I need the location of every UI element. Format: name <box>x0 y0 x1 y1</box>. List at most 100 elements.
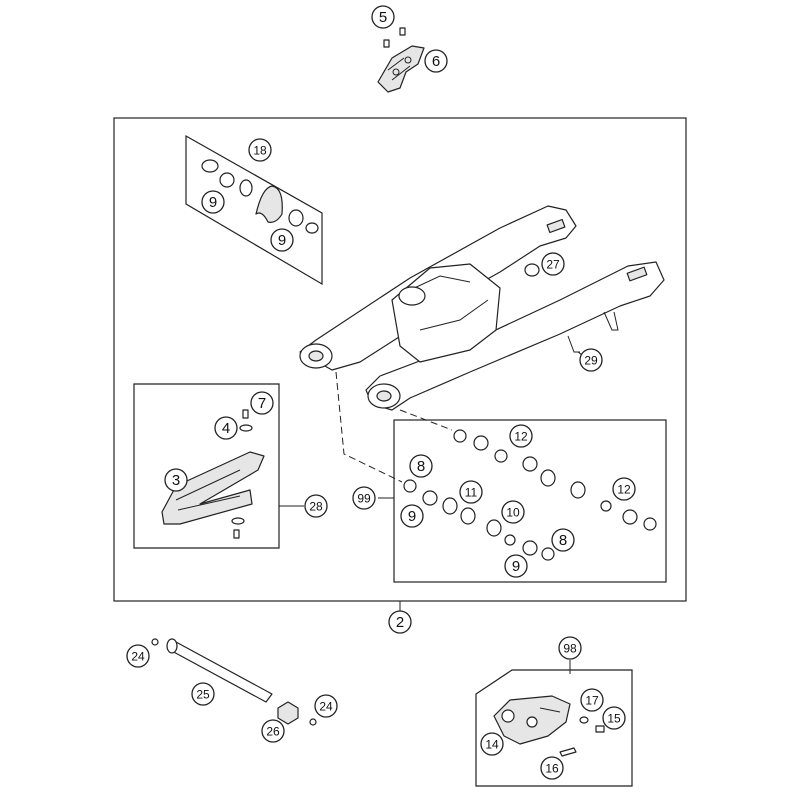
callout-number: 9 <box>209 194 217 211</box>
callout-circle <box>371 5 395 29</box>
callout-number: 5 <box>379 9 387 26</box>
callout-circle <box>250 391 274 415</box>
callout-25: 25 <box>191 682 215 706</box>
chain-slider-parts <box>161 409 265 539</box>
callout-circle <box>459 480 483 504</box>
callout-24: 24 <box>314 694 338 718</box>
callout-number: 24 <box>319 700 333 714</box>
swingarm-body <box>299 205 665 411</box>
callout-circle <box>304 494 328 518</box>
callout-number: 7 <box>258 395 266 412</box>
callout-8: 8 <box>409 454 433 478</box>
callout-11: 11 <box>459 480 483 504</box>
callout-number: 9 <box>278 232 286 249</box>
callout-circle <box>214 416 238 440</box>
callout-number: 11 <box>465 486 478 500</box>
part-26-nut <box>277 701 299 725</box>
callout-3: 3 <box>164 468 188 492</box>
callout-4: 4 <box>214 416 238 440</box>
callout-99: 99 <box>352 486 376 510</box>
pivot-bearing-kit-parts <box>403 429 657 561</box>
callout-circle <box>602 706 626 730</box>
callout-14: 14 <box>480 732 504 756</box>
callout-circle <box>541 252 565 276</box>
chain-guide-parts <box>493 695 605 757</box>
callout-16: 16 <box>540 756 564 780</box>
callout-number: 8 <box>417 458 425 475</box>
callout-98: 98 <box>558 636 582 660</box>
callout-number: 98 <box>563 642 577 656</box>
callout-number: 17 <box>585 694 599 708</box>
part-5-screws <box>383 27 406 48</box>
callout-circle <box>126 644 150 668</box>
callout-number: 9 <box>512 558 520 575</box>
pivot-bearing-kit-panel <box>393 419 667 583</box>
callout-24: 24 <box>126 644 150 668</box>
callout-29: 29 <box>579 348 603 372</box>
callout-circle <box>504 554 528 578</box>
callout-circle <box>612 477 636 501</box>
callout-circle <box>164 468 188 492</box>
alignment-dashes <box>335 371 453 483</box>
callout-18: 18 <box>248 138 272 162</box>
callout-9: 9 <box>201 190 225 214</box>
callout-number: 99 <box>357 492 371 506</box>
callout-circle <box>400 504 424 528</box>
callout-number: 8 <box>559 532 567 549</box>
callout-circle <box>201 190 225 214</box>
part-27-bushing <box>524 263 540 277</box>
callout-8: 8 <box>551 528 575 552</box>
callout-number: 3 <box>172 472 180 489</box>
callout-number: 27 <box>546 258 560 272</box>
callout-10: 10 <box>501 500 525 524</box>
callout-circle <box>509 424 533 448</box>
callout-circle <box>558 636 582 660</box>
callout-5: 5 <box>371 5 395 29</box>
callout-number: 14 <box>485 738 499 752</box>
callout-6: 6 <box>424 49 448 73</box>
callout-circle <box>580 688 604 712</box>
callout-circle <box>540 756 564 780</box>
callout-number: 12 <box>514 430 528 444</box>
callout-number: 6 <box>432 53 440 70</box>
callout-27: 27 <box>541 252 565 276</box>
callout-circle <box>480 732 504 756</box>
chain-slider-panel <box>133 383 280 549</box>
callout-number: 9 <box>408 508 416 525</box>
callout-number: 12 <box>617 483 631 497</box>
callout-26: 26 <box>261 719 285 743</box>
callout-2: 2 <box>388 610 412 634</box>
chain-guide-panel <box>475 669 633 787</box>
callout-circle <box>409 454 433 478</box>
callout-circle <box>191 682 215 706</box>
callout-circle <box>551 528 575 552</box>
callout-number: 16 <box>545 762 559 776</box>
part-24-washers <box>151 638 317 726</box>
callout-circle <box>270 228 294 252</box>
callout-17: 17 <box>580 688 604 712</box>
callout-circle <box>501 500 525 524</box>
callout-circle <box>314 694 338 718</box>
callout-number: 26 <box>266 725 280 739</box>
callout-number: 10 <box>506 506 520 520</box>
callout-circle <box>352 486 376 510</box>
callout-7: 7 <box>250 391 274 415</box>
part-6-chain-guide-top <box>377 45 425 93</box>
callout-number: 2 <box>396 614 404 631</box>
callout-number: 15 <box>607 712 621 726</box>
callout-circle <box>261 719 285 743</box>
part-25-axle <box>166 638 273 703</box>
callout-number: 18 <box>253 144 267 158</box>
callout-number: 29 <box>584 354 598 368</box>
callout-12: 12 <box>509 424 533 448</box>
callout-12: 12 <box>612 477 636 501</box>
callout-number: 25 <box>196 688 210 702</box>
callout-circle <box>579 348 603 372</box>
callout-number: 24 <box>131 650 145 664</box>
callout-9: 9 <box>270 228 294 252</box>
callout-circle <box>388 610 412 634</box>
callout-28: 28 <box>304 494 328 518</box>
callout-15: 15 <box>602 706 626 730</box>
